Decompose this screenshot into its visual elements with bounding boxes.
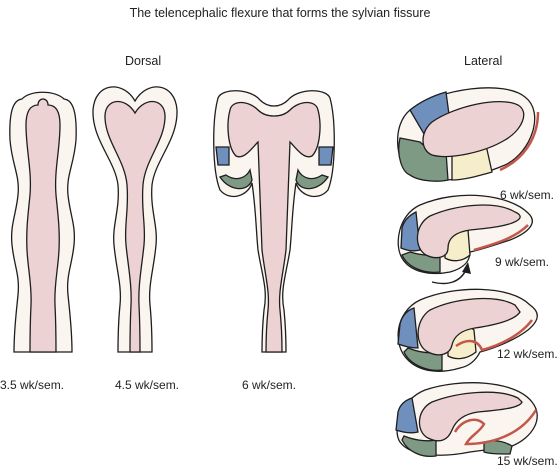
dorsal-6wk-right-green-region bbox=[295, 168, 330, 190]
lateral-9wk-blue-region bbox=[400, 210, 421, 252]
stage-label-lateral-3: 12 wk/sem. bbox=[497, 347, 558, 361]
dorsal-view-heading: Dorsal bbox=[125, 54, 162, 68]
lateral-12wk-blue-region bbox=[397, 307, 419, 349]
lateral-12wk-red-cortex bbox=[455, 319, 533, 352]
dorsal-3-5wk-tube bbox=[9, 91, 77, 353]
stage-label-dorsal-1: 3.5 wk/sem. bbox=[0, 378, 65, 392]
dorsal-4-5wk-lumen bbox=[104, 100, 166, 353]
figure-title: The telencephalic flexure that forms the… bbox=[129, 6, 431, 20]
lateral-9wk-lumen bbox=[416, 204, 521, 259]
lateral-12wk-lumen bbox=[417, 297, 521, 356]
stage-label-lateral-1: 6 wk/sem. bbox=[500, 188, 555, 202]
dorsal-6wk-lumen bbox=[227, 101, 321, 353]
dorsal-6wk-left-blue-region bbox=[215, 146, 230, 166]
stage-label-lateral-4: 15 wk/sem. bbox=[497, 454, 558, 468]
lateral-9wk-red-cortex bbox=[473, 224, 529, 252]
stage-label-dorsal-3: 6 wk/sem. bbox=[242, 378, 297, 392]
dorsal-4-5wk-tube bbox=[92, 86, 178, 353]
lateral-6wk-red-cortex bbox=[499, 111, 540, 172]
lateral-view-heading: Lateral bbox=[464, 54, 503, 68]
lateral-15wk-blue-region bbox=[395, 397, 419, 434]
stage-label-dorsal-2: 4.5 wk/sem. bbox=[115, 378, 180, 392]
dorsal-3-5wk-lumen bbox=[25, 98, 61, 353]
stage-label-lateral-2: 9 wk/sem. bbox=[495, 255, 550, 269]
lateral-9wk-flexure-arrow bbox=[431, 269, 467, 285]
lateral-15wk-hemisphere bbox=[395, 382, 538, 458]
lateral-15wk-red-cortex bbox=[453, 409, 538, 446]
dorsal-6wk-right-blue-region bbox=[318, 146, 334, 166]
lateral-9wk-arrowhead bbox=[462, 262, 471, 274]
lateral-12wk-hemisphere bbox=[397, 288, 538, 372]
dorsal-6wk-tube bbox=[213, 90, 335, 353]
lateral-9wk-hemisphere bbox=[397, 194, 533, 285]
lateral-6wk-hemisphere bbox=[397, 87, 540, 182]
dorsal-6wk-left-green-region bbox=[218, 168, 253, 190]
lateral-15wk-lumen bbox=[418, 391, 523, 442]
lateral-6wk-lumen bbox=[422, 101, 525, 158]
